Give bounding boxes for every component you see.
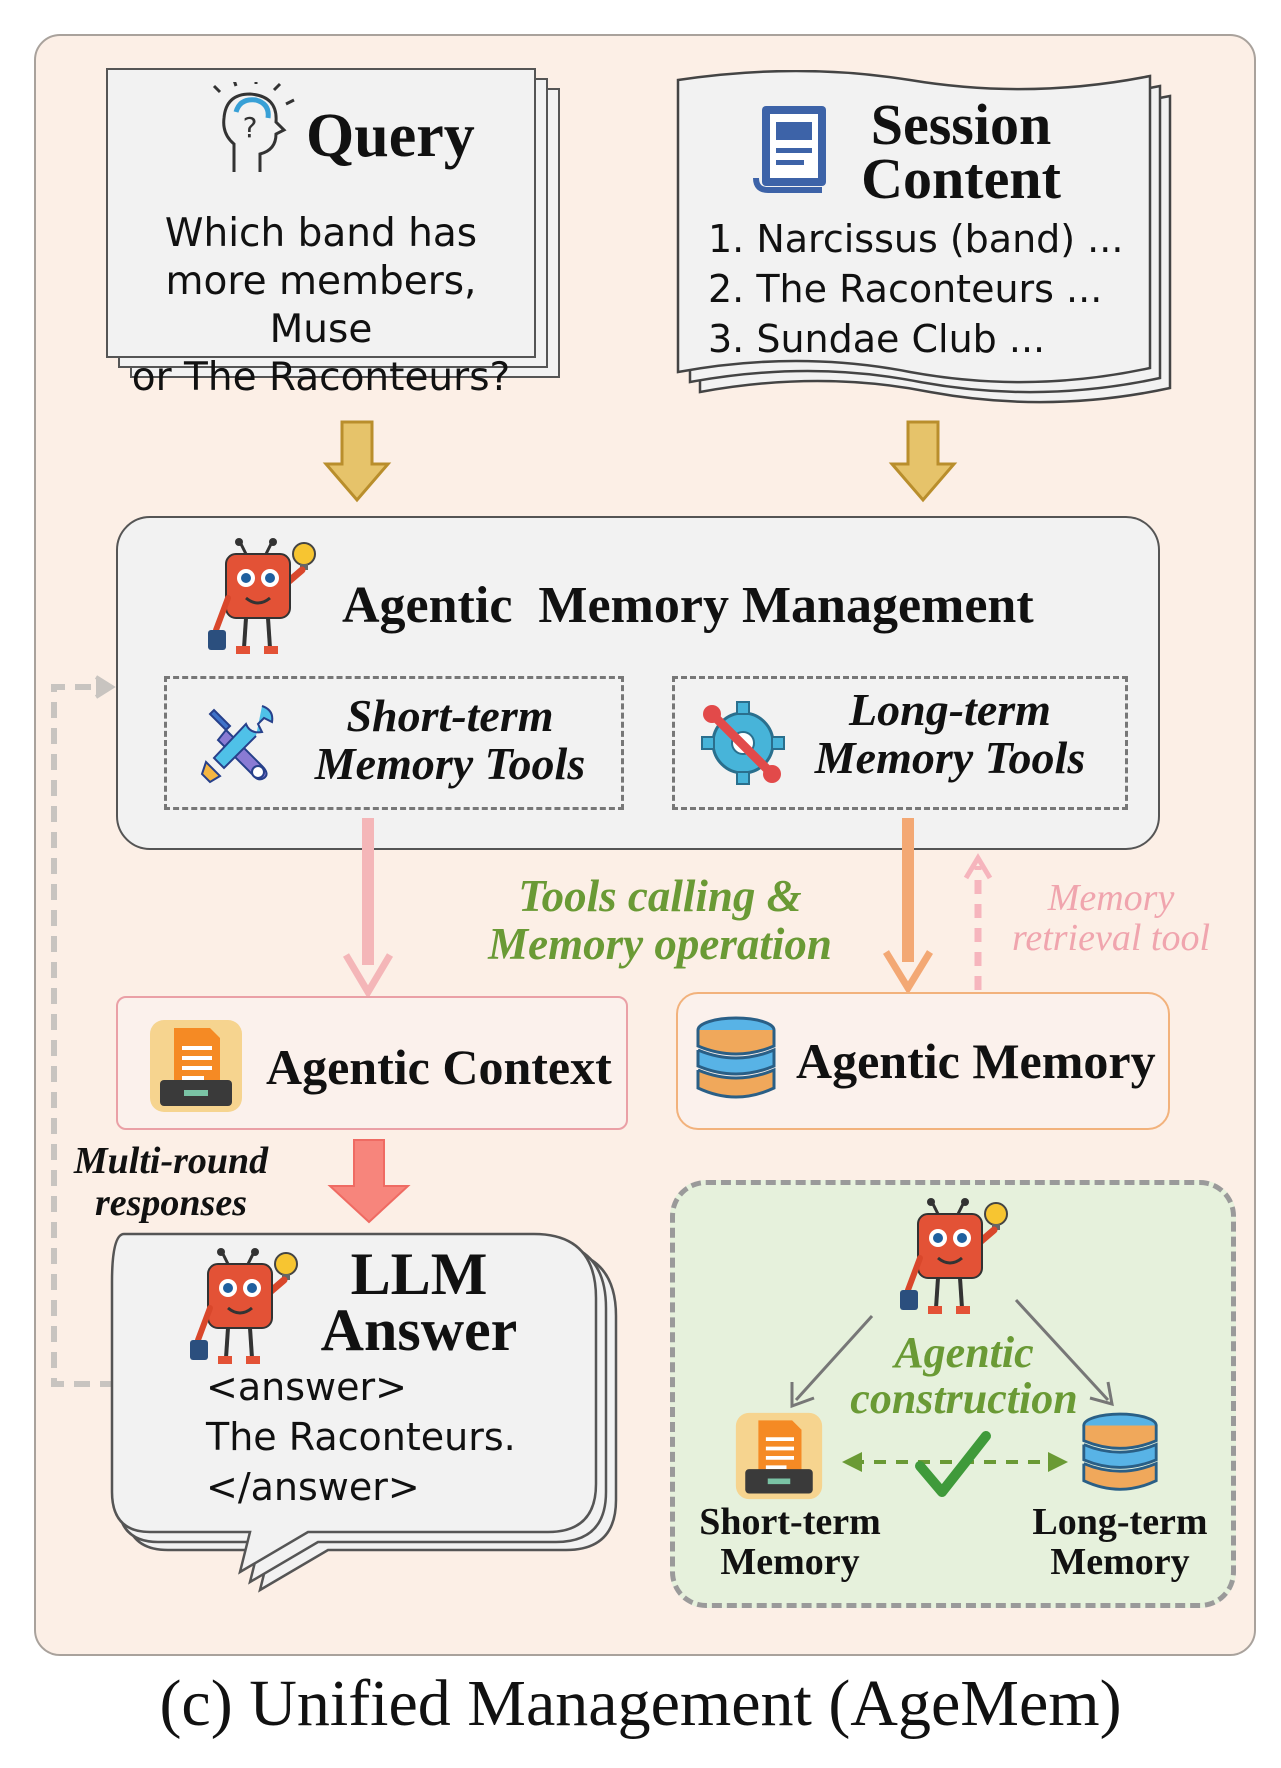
short-term-tools-box	[164, 676, 624, 810]
context-to-answer-arrow	[327, 1139, 411, 1224]
short-term-tools-label: Short-term Memory Tools	[290, 692, 610, 788]
session-title-line-1: Session	[870, 92, 1052, 157]
long-term-memory-line-2: Memory	[1050, 1541, 1190, 1583]
figure-caption: (c) Unified Management (AgeMem)	[159, 1667, 1122, 1740]
memory-retrieval-line-1: Memory	[1047, 877, 1175, 919]
session-item-3: 3. Sundae Club ...	[708, 317, 1046, 361]
file-tray-icon	[150, 1020, 242, 1112]
query-line-2: more members, Muse	[165, 259, 477, 352]
query-line-3: or The Raconteurs?	[131, 355, 511, 400]
svg-text:?: ?	[243, 111, 258, 144]
document-icon	[753, 106, 826, 193]
long-term-memory-icon	[1082, 1412, 1158, 1491]
short-term-memory-icon	[735, 1412, 823, 1500]
long-term-tools-line-2: Memory Tools	[814, 732, 1086, 783]
multi-round-loop	[51, 684, 116, 1387]
multi-round-line-2: responses	[94, 1182, 248, 1224]
agentic-memory-management-title: Agentic Memory Management	[342, 577, 1034, 634]
short-term-memory-line-2: Memory	[720, 1541, 860, 1583]
tools-calling-line-1: Tools calling &	[518, 871, 802, 921]
short-term-memory-label: Short-term Memory	[680, 1502, 900, 1582]
amm-to-memory-arrowhead	[883, 950, 933, 995]
agentic-construction-label: Agentic construction	[814, 1330, 1114, 1422]
agentic-memory-title: Agentic Memory	[796, 1033, 1156, 1089]
multi-round-label: Multi-round responses	[56, 1140, 286, 1224]
database-icon	[696, 1016, 776, 1099]
answer-robot-icon	[190, 1248, 298, 1364]
long-term-tools-box	[672, 676, 1128, 810]
agentic-construction-line-1: Agentic	[894, 1328, 1034, 1377]
robot-icon	[208, 538, 316, 654]
robot-to-short-term-arrow	[794, 1314, 874, 1402]
session-item-1: 1. Narcissus (band) ...	[708, 217, 1124, 261]
llm-answer-title: LLM Answer	[304, 1241, 534, 1363]
session-down-arrow	[888, 420, 958, 503]
long-term-memory-label: Long-term Memory	[1010, 1502, 1230, 1582]
short-term-tools-line-1: Short-term	[346, 690, 554, 741]
agentic-context-title: Agentic Context	[266, 1039, 612, 1095]
memory-retrieval-line-2: retrieval tool	[1011, 917, 1211, 959]
memory-retrieval-label: Memory retrieval tool	[996, 878, 1226, 958]
memory-retrieval-arrowhead	[963, 853, 993, 880]
short-term-memory-line-1: Short-term	[699, 1501, 881, 1543]
llm-answer-line-1: <answer>	[206, 1365, 407, 1409]
session-title-line-2: Content	[861, 146, 1061, 211]
llm-answer-title-line-1: LLM	[350, 1241, 488, 1307]
long-term-tools-label: Long-term Memory Tools	[790, 686, 1110, 782]
llm-answer-text: <answer> The Raconteurs. </answer>	[206, 1362, 516, 1512]
multi-round-line-1: Multi-round	[73, 1140, 269, 1182]
tools-calling-line-2: Memory operation	[488, 919, 832, 969]
short-term-tools-line-2: Memory Tools	[314, 738, 586, 789]
multi-round-arrowhead	[94, 675, 116, 699]
long-term-memory-line-1: Long-term	[1032, 1501, 1208, 1543]
llm-answer-line-3: </answer>	[206, 1465, 420, 1509]
checkmark-icon	[915, 1431, 991, 1497]
session-title: Session Content	[846, 92, 1076, 211]
llm-answer-title-line-2: Answer	[320, 1297, 518, 1363]
construction-robot-icon	[900, 1198, 1008, 1314]
amm-to-context-arrowhead	[342, 953, 394, 999]
query-line-1: Which band has	[164, 211, 478, 256]
long-term-tools-line-1: Long-term	[849, 684, 1051, 735]
query-down-arrow	[322, 420, 392, 503]
query-title: Query	[306, 102, 475, 170]
brain-question-icon: ?	[212, 82, 295, 172]
tools-calling-label: Tools calling & Memory operation	[460, 872, 860, 968]
robot-to-long-term-arrow	[1014, 1298, 1110, 1402]
session-items: 1. Narcissus (band) ... 2. The Raconteur…	[708, 214, 1123, 364]
tools-icon	[200, 705, 274, 784]
agentic-construction-line-2: construction	[850, 1374, 1078, 1423]
query-card	[106, 68, 536, 358]
llm-answer-line-2: The Raconteurs.	[206, 1415, 516, 1459]
gear-wrench-icon	[701, 701, 785, 785]
session-item-2: 2. The Raconteurs ...	[708, 267, 1103, 311]
query-text: Which band has more members, Muse or The…	[110, 210, 532, 402]
